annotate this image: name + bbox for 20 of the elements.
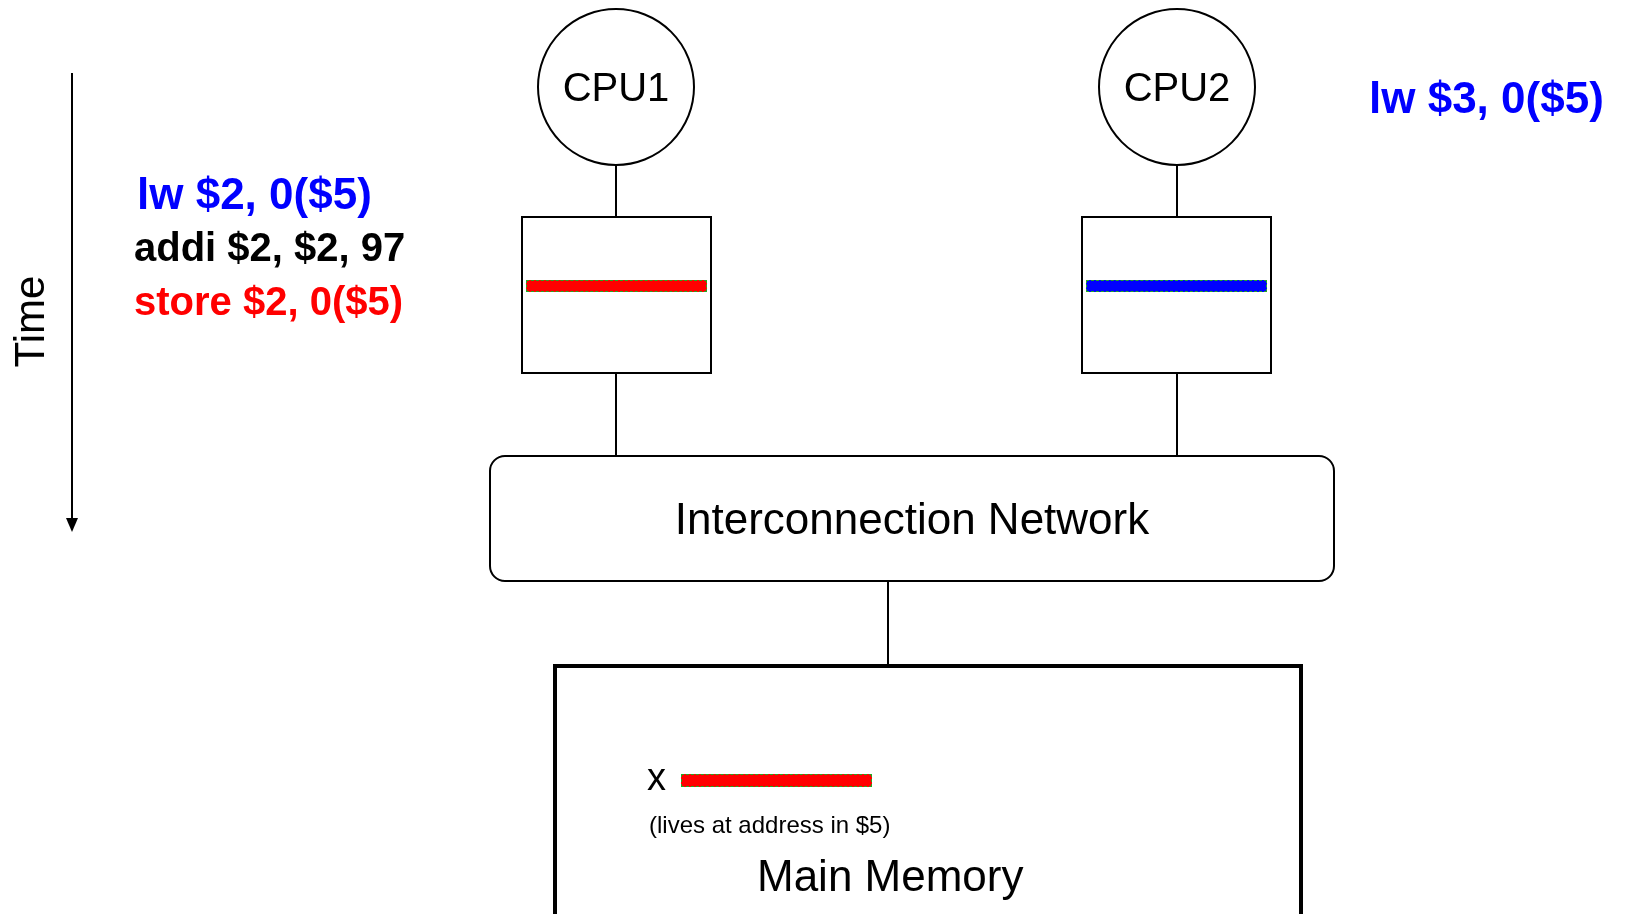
variable-name: x [647,758,666,796]
connector-line [615,165,617,217]
connector-line [887,581,889,665]
cache-box [1081,216,1272,374]
instruction-text: lw $2, 0($5) [137,168,372,220]
address-note: (lives at address in $5) [649,810,891,840]
cpu-label: CPU2 [1123,64,1231,111]
memory-box [553,664,1303,914]
connector-line [1176,165,1178,217]
instruction-text: lw $3, 0($5) [1369,72,1604,124]
connector-line [1176,373,1178,456]
cpu-label: CPU1 [562,64,670,111]
network-box [489,455,1335,582]
memory-label: Main Memory [757,850,1024,902]
instruction-text: addi $2, $2, 97 [134,224,406,271]
time-label: Time [5,275,55,368]
instruction-text: store $2, 0($5) [134,278,404,325]
network-label: Interconnection Network [674,492,1150,545]
cache-box [521,216,712,374]
connector-line [615,373,617,456]
